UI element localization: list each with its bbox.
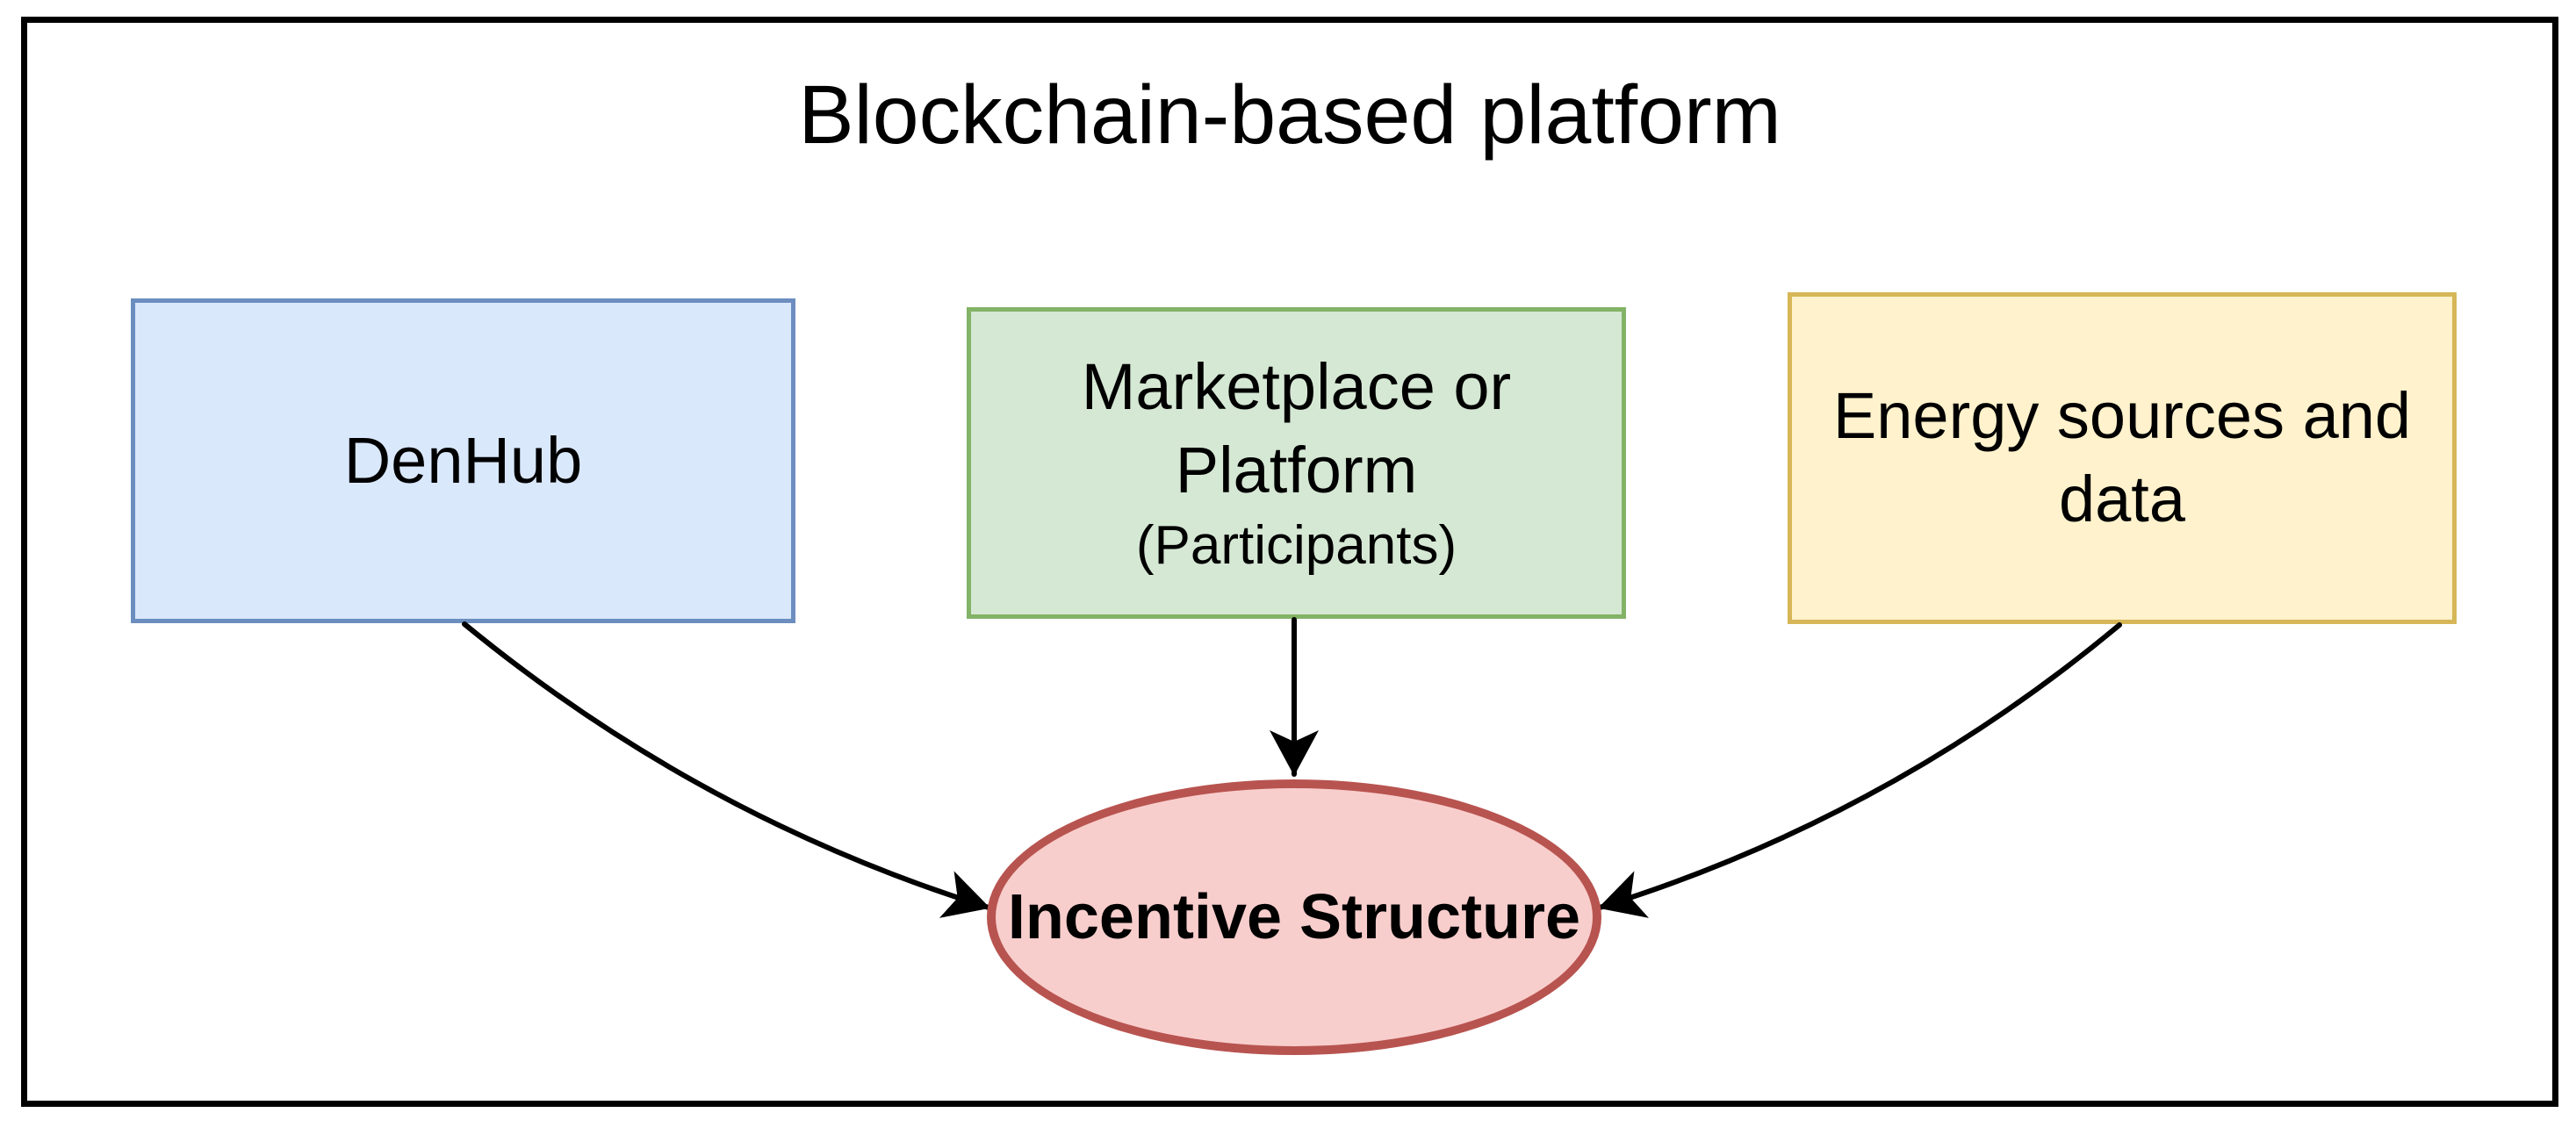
- node-energy-sources: Energy sources and data: [1788, 292, 2457, 624]
- node-marketplace-sublabel: (Participants): [1135, 515, 1457, 577]
- node-denhub: DenHub: [131, 298, 795, 623]
- node-incentive-structure: Incentive Structure: [987, 779, 1601, 1055]
- diagram-title: Blockchain-based platform: [798, 68, 1781, 162]
- node-incentive-structure-label: Incentive Structure: [1007, 881, 1581, 952]
- node-marketplace: Marketplace or Platform (Participants): [967, 307, 1626, 619]
- node-energy-sources-label: Energy sources and data: [1832, 379, 2412, 535]
- node-denhub-label: DenHub: [343, 423, 583, 497]
- diagram-border: [21, 17, 2558, 1107]
- node-marketplace-label: Marketplace or Platform: [1081, 350, 1512, 506]
